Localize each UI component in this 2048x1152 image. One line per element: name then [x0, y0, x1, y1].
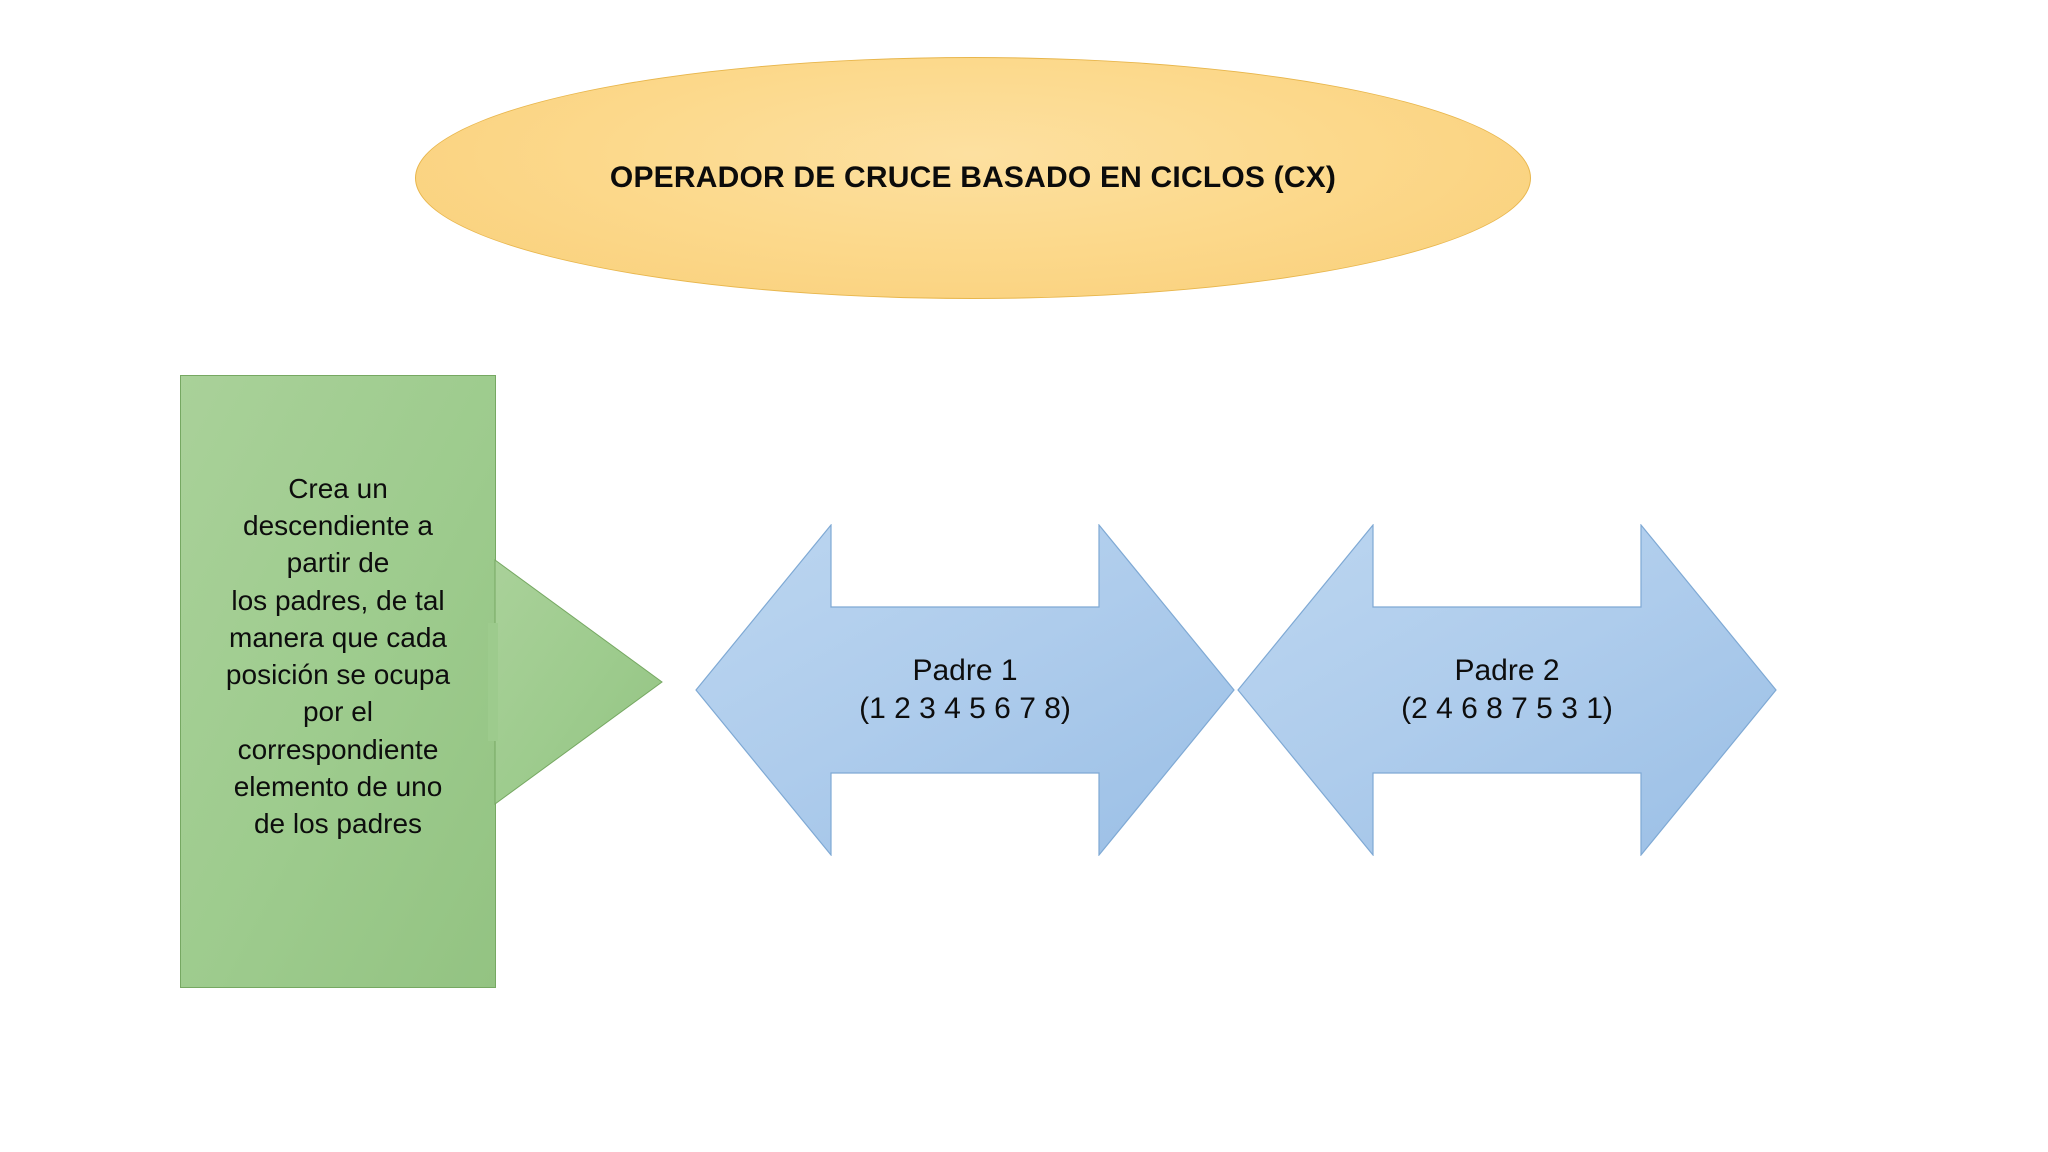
title-ellipse-shape[interactable]: OPERADOR DE CRUCE BASADO EN CICLOS (CX) — [415, 57, 1531, 299]
parent-1-arrow-shape[interactable]: Padre 1 (1 2 3 4 5 6 7 8) — [695, 524, 1235, 856]
parent-2-arrow-shape[interactable]: Padre 2 (2 4 6 8 7 5 3 1) — [1237, 524, 1777, 856]
page-title: OPERADOR DE CRUCE BASADO EN CICLOS (CX) — [609, 161, 1337, 194]
description-callout-shape[interactable]: Crea un descendiente a partir de los pad… — [180, 375, 665, 988]
left-right-arrow-icon — [1237, 524, 1777, 856]
left-right-arrow-icon — [695, 524, 1235, 856]
description-callout-text: Crea un descendiente a partir de los pad… — [225, 473, 451, 840]
green-callout-icon — [180, 375, 663, 988]
